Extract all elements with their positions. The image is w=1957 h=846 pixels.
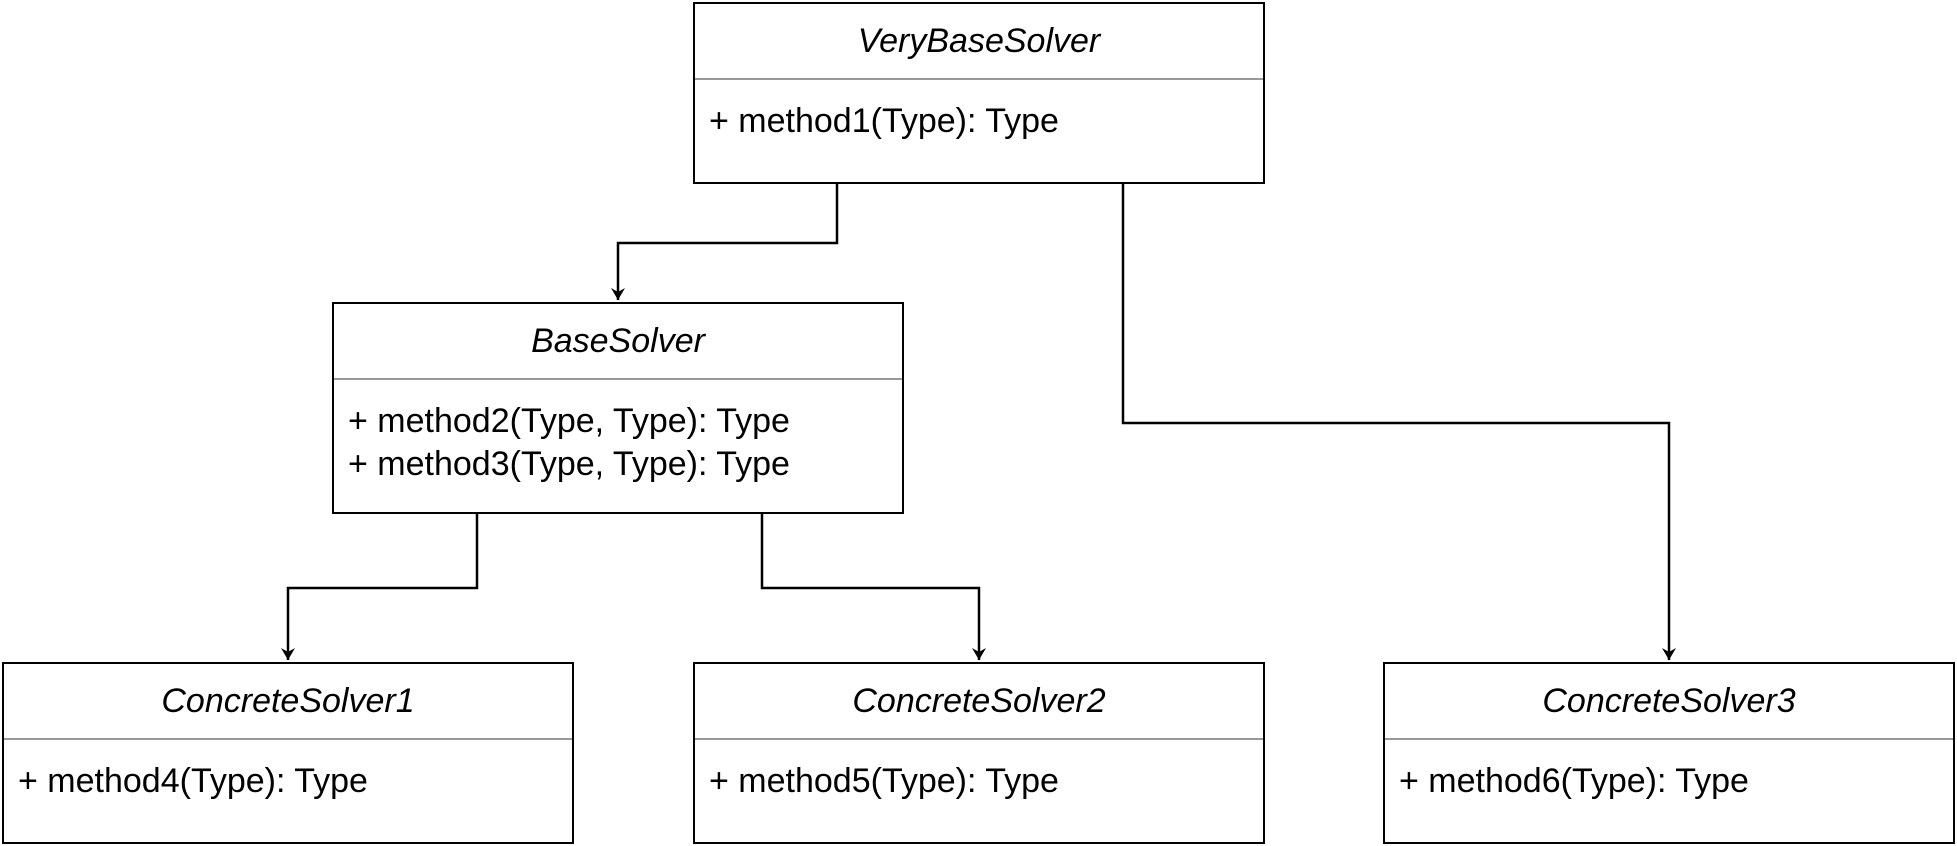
class-box-concretesolver2[interactable]: ConcreteSolver2 + method5(Type): Type — [693, 662, 1265, 844]
class-methods: + method6(Type): Type — [1399, 760, 1945, 803]
class-divider — [1385, 738, 1953, 740]
class-methods: + method4(Type): Type — [18, 760, 564, 803]
class-methods: + method2(Type, Type): Type + method3(Ty… — [348, 400, 894, 486]
class-name: ConcreteSolver1 — [161, 682, 415, 720]
class-divider — [4, 738, 572, 740]
edge-verybase-to-c3 — [1121, 184, 1676, 660]
class-name: BaseSolver — [531, 322, 705, 360]
method-entry: + method2(Type, Type): Type — [348, 402, 790, 440]
class-divider — [695, 738, 1263, 740]
class-name: ConcreteSolver3 — [1542, 682, 1796, 720]
class-name: VeryBaseSolver — [857, 22, 1101, 60]
class-box-concretesolver3[interactable]: ConcreteSolver3 + method6(Type): Type — [1383, 662, 1955, 844]
class-methods: + method5(Type): Type — [709, 760, 1255, 803]
class-box-basesolver[interactable]: BaseSolver + method2(Type, Type): Type +… — [332, 302, 904, 514]
method-entry: + method5(Type): Type — [709, 762, 1059, 800]
edge-base-to-c1 — [281, 514, 479, 660]
class-name: ConcreteSolver2 — [852, 682, 1106, 720]
class-methods: + method1(Type): Type — [709, 100, 1255, 143]
edge-base-to-c2 — [760, 514, 986, 660]
class-divider — [334, 378, 902, 380]
method-entry: + method6(Type): Type — [1399, 762, 1749, 800]
method-entry: + method1(Type): Type — [709, 102, 1059, 140]
edge-verybase-to-base — [611, 184, 839, 300]
method-entry: + method3(Type, Type): Type — [348, 445, 790, 483]
class-box-concretesolver1[interactable]: ConcreteSolver1 + method4(Type): Type — [2, 662, 574, 844]
class-divider — [695, 78, 1263, 80]
method-entry: + method4(Type): Type — [18, 762, 368, 800]
class-box-verybasesolver[interactable]: VeryBaseSolver + method1(Type): Type — [693, 2, 1265, 184]
